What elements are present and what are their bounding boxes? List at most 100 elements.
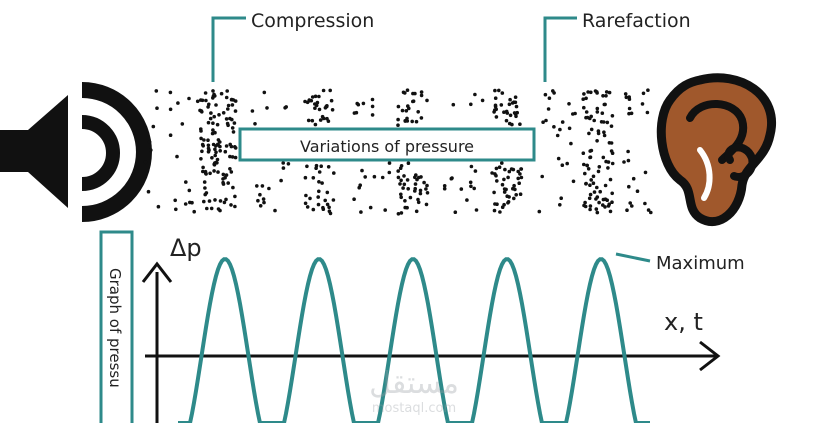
air-particle xyxy=(184,180,188,184)
air-particle xyxy=(559,196,563,200)
air-particle xyxy=(405,205,409,210)
air-particle xyxy=(219,91,224,96)
air-particle xyxy=(595,185,599,190)
air-particle xyxy=(606,160,611,164)
air-particle xyxy=(221,111,226,115)
air-particle xyxy=(318,118,323,122)
air-particle xyxy=(646,208,651,212)
air-particle xyxy=(581,151,586,155)
air-particle xyxy=(361,101,366,106)
air-particle xyxy=(306,118,311,123)
air-particle xyxy=(627,97,632,101)
air-particle xyxy=(321,88,326,93)
air-particle xyxy=(552,125,556,129)
air-particle xyxy=(202,180,207,184)
air-particle xyxy=(588,155,593,159)
air-particle xyxy=(233,194,237,199)
air-particle xyxy=(596,169,601,174)
air-particle xyxy=(233,99,238,103)
air-particle xyxy=(320,181,324,185)
air-particle xyxy=(587,196,592,201)
air-particle xyxy=(588,204,593,208)
air-particle xyxy=(503,167,507,172)
air-particle xyxy=(406,187,411,191)
air-particle xyxy=(314,166,318,170)
air-particle xyxy=(626,149,630,154)
air-particle xyxy=(583,200,587,205)
air-particle xyxy=(207,148,211,152)
air-particle xyxy=(396,175,401,180)
air-particle xyxy=(558,127,562,132)
air-particle xyxy=(499,103,504,107)
air-particle xyxy=(223,149,228,154)
air-particle xyxy=(581,97,585,101)
air-particle xyxy=(419,90,424,94)
air-particle xyxy=(560,163,565,167)
air-particle xyxy=(595,210,600,215)
air-particle xyxy=(281,161,286,165)
air-particle xyxy=(512,183,516,188)
air-particle xyxy=(585,115,590,120)
air-particle xyxy=(405,178,410,182)
air-particle xyxy=(203,186,207,190)
air-particle xyxy=(226,181,230,185)
air-particle xyxy=(494,166,499,171)
air-particle xyxy=(630,204,634,208)
air-particle xyxy=(425,98,429,103)
air-particle xyxy=(192,209,196,214)
air-particle xyxy=(610,191,614,196)
air-particle xyxy=(473,92,477,97)
air-particle xyxy=(180,122,185,126)
air-particle xyxy=(588,149,592,153)
watermark-latin: mostaql.com xyxy=(372,401,456,416)
air-particle xyxy=(646,88,650,92)
air-particle xyxy=(204,191,209,195)
air-particle xyxy=(629,111,634,116)
air-particle xyxy=(588,207,592,212)
air-particle xyxy=(407,106,411,111)
air-particle xyxy=(213,147,217,152)
air-particle xyxy=(143,160,148,165)
air-particle xyxy=(411,99,415,104)
air-particle xyxy=(213,198,217,202)
air-particle xyxy=(168,133,173,137)
air-particle xyxy=(605,120,610,125)
air-particle xyxy=(323,198,328,203)
air-particle xyxy=(589,90,593,95)
air-particle xyxy=(547,96,552,100)
air-particle xyxy=(500,182,505,187)
air-particle xyxy=(502,202,506,207)
air-particle xyxy=(422,180,426,185)
air-particle xyxy=(187,188,192,193)
air-particle xyxy=(540,174,544,179)
air-particle xyxy=(320,114,325,119)
air-particle xyxy=(265,106,269,110)
air-particle xyxy=(473,169,478,173)
air-particle xyxy=(494,107,499,112)
air-particle xyxy=(582,92,586,96)
air-particle xyxy=(584,181,588,186)
air-particle xyxy=(231,185,235,190)
air-particle xyxy=(465,198,469,202)
air-particle xyxy=(600,111,605,115)
air-particle xyxy=(555,133,560,138)
air-particle xyxy=(187,96,191,101)
pressure-wave xyxy=(178,257,650,423)
air-particle xyxy=(597,200,601,205)
air-particle xyxy=(627,106,632,111)
air-particle xyxy=(626,158,631,163)
air-particle xyxy=(176,101,180,105)
air-particle xyxy=(173,198,177,203)
air-particle xyxy=(213,153,217,158)
air-particle xyxy=(607,90,612,95)
air-particle xyxy=(203,91,208,95)
air-particle xyxy=(594,207,599,211)
air-particle xyxy=(233,155,238,160)
air-particle xyxy=(514,104,519,109)
air-particle xyxy=(449,176,454,181)
air-particle xyxy=(399,195,404,200)
air-particle xyxy=(204,98,208,103)
air-particle xyxy=(587,131,591,136)
air-particle xyxy=(492,208,497,213)
air-particle xyxy=(396,104,401,109)
